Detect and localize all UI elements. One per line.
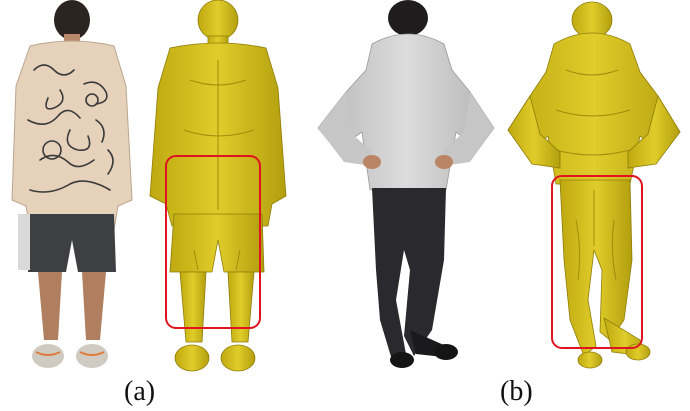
caption-a: (a) xyxy=(124,376,156,407)
mesh-a-figure xyxy=(149,0,287,372)
mesh-b-folds xyxy=(555,69,631,281)
photo-b-person xyxy=(317,0,495,368)
photo-a-person xyxy=(11,0,133,368)
highlight-box-b xyxy=(551,175,643,349)
mesh-b-figure xyxy=(507,1,681,369)
caption-b: (b) xyxy=(500,376,533,407)
mesh-a-folds xyxy=(183,60,255,271)
highlight-box-a xyxy=(165,155,261,329)
